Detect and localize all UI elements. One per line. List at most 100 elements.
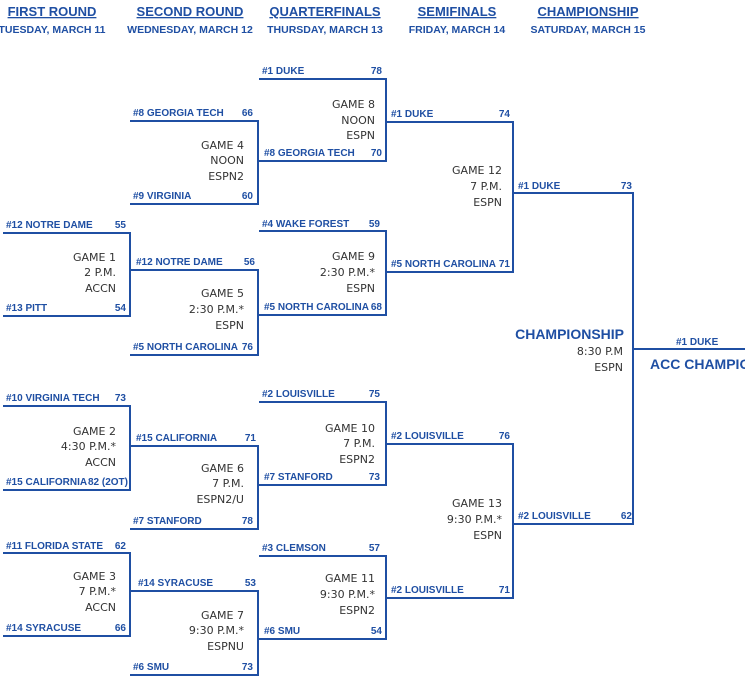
game8-network: ESPN [346, 129, 375, 142]
game4-time: NOON [210, 154, 244, 167]
championship-bottom-score: 62 [621, 511, 633, 522]
round-header-championship: CHAMPIONSHIP [537, 4, 638, 19]
game11-bottom-team: #6 SMU [264, 626, 300, 637]
game5-top-score: 56 [244, 257, 256, 268]
game9-time: 2:30 P.M.* [320, 266, 376, 279]
game9-top-team: #4 WAKE FOREST [262, 219, 349, 230]
game9-bottom-score: 68 [371, 302, 383, 313]
game4-network: ESPN2 [208, 170, 244, 183]
game8-time: NOON [341, 114, 375, 127]
game7-label: GAME 7 [201, 609, 244, 622]
game6-top-team: #15 CALIFORNIA [136, 433, 217, 444]
game13-label: GAME 13 [452, 497, 502, 510]
game11-network: ESPN2 [339, 604, 375, 617]
game6-bottom-score: 78 [242, 516, 254, 527]
round-date-championship: SATURDAY, MARCH 15 [531, 24, 646, 36]
round-header-semifinals: SEMIFINALS [418, 4, 497, 19]
game5-label: GAME 5 [201, 287, 244, 300]
game3-bottom-team: #14 SYRACUSE [6, 623, 81, 634]
game8-top-team: #1 DUKE [262, 66, 305, 77]
game2-time: 4:30 P.M.* [61, 440, 117, 453]
game10-time: 7 P.M. [343, 437, 375, 450]
game4-bottom-score: 60 [242, 191, 254, 202]
game3-top-team: #11 FLORIDA STATE [6, 541, 103, 552]
game12-bottom-team: #5 NORTH CAROLINA [391, 259, 496, 270]
game8-bottom-team: #8 GEORGIA TECH [264, 148, 355, 159]
game1-time: 2 P.M. [84, 266, 116, 279]
game13-top-score: 76 [499, 431, 511, 442]
round-header-quarterfinals: QUARTERFINALS [269, 4, 381, 19]
game7-bottom-team: #6 SMU [133, 662, 169, 673]
round-header-second: SECOND ROUND [137, 4, 244, 19]
game1-network: ACCN [85, 282, 116, 295]
game1-label: GAME 1 [73, 251, 116, 264]
game10-top-score: 75 [369, 389, 381, 400]
game9-label: GAME 9 [332, 250, 375, 263]
champion-team: #1 DUKE [676, 337, 719, 348]
game4-label: GAME 4 [201, 139, 244, 152]
game9-top-score: 59 [369, 219, 381, 230]
game11-top-team: #3 CLEMSON [262, 543, 326, 554]
game5-bottom-score: 76 [242, 342, 254, 353]
game10-bottom-score: 73 [369, 472, 381, 483]
game2-bottom-score: 82 (2OT) [88, 477, 128, 488]
game13-time: 9:30 P.M.* [447, 513, 503, 526]
round-date-quarterfinals: THURSDAY, MARCH 13 [267, 24, 383, 36]
game13-bottom-team: #2 LOUISVILLE [391, 585, 464, 596]
game6-bottom-team: #7 STANFORD [133, 516, 202, 527]
game4-top-score: 66 [242, 108, 254, 119]
game2-network: ACCN [85, 456, 116, 469]
game11-top-score: 57 [369, 543, 381, 554]
game12-network: ESPN [473, 196, 502, 209]
championship-network: ESPN [594, 361, 623, 374]
game3-top-score: 62 [115, 541, 127, 552]
game7-top-team: #14 SYRACUSE [138, 578, 213, 589]
game8-bottom-score: 70 [371, 148, 383, 159]
game3-label: GAME 3 [73, 570, 116, 583]
game12-time: 7 P.M. [470, 180, 502, 193]
game8-label: GAME 8 [332, 98, 375, 111]
championship-top-team: #1 DUKE [518, 181, 561, 192]
game2-top-score: 73 [115, 393, 127, 404]
game12-label: GAME 12 [452, 164, 502, 177]
game7-time: 9:30 P.M.* [189, 624, 245, 637]
game8-top-score: 78 [371, 66, 383, 77]
championship-bottom-team: #2 LOUISVILLE [518, 511, 591, 522]
game4-bottom-team: #9 VIRGINIA [133, 191, 191, 202]
game9-network: ESPN [346, 282, 375, 295]
game2-label: GAME 2 [73, 425, 116, 438]
game5-bottom-team: #5 NORTH CAROLINA [133, 342, 238, 353]
game5-top-team: #12 NOTRE DAME [136, 257, 223, 268]
game10-network: ESPN2 [339, 453, 375, 466]
game13-bottom-score: 71 [499, 585, 511, 596]
game11-bottom-score: 54 [371, 626, 383, 637]
game11-label: GAME 11 [325, 572, 375, 585]
bracket-lines [3, 78, 745, 676]
game6-network: ESPN2/U [196, 493, 244, 506]
game5-network: ESPN [215, 319, 244, 332]
champion-title: ACC CHAMPION [650, 356, 745, 372]
game1-bottom-score: 54 [115, 303, 127, 314]
game3-network: ACCN [85, 601, 116, 614]
game10-bottom-team: #7 STANFORD [264, 472, 333, 483]
game2-top-team: #10 VIRGINIA TECH [6, 393, 100, 404]
game10-top-team: #2 LOUISVILLE [262, 389, 335, 400]
game6-top-score: 71 [245, 433, 257, 444]
game4-top-team: #8 GEORGIA TECH [133, 108, 224, 119]
championship-top-score: 73 [621, 181, 633, 192]
game6-time: 7 P.M. [212, 477, 244, 490]
game11-time: 9:30 P.M.* [320, 588, 376, 601]
game1-top-team: #12 NOTRE DAME [6, 220, 93, 231]
game6-label: GAME 6 [201, 462, 244, 475]
round-date-first: TUESDAY, MARCH 11 [0, 24, 106, 36]
game9-bottom-team: #5 NORTH CAROLINA [264, 302, 369, 313]
game1-bottom-team: #13 PITT [6, 303, 47, 314]
game7-top-score: 53 [245, 578, 257, 589]
game13-top-team: #2 LOUISVILLE [391, 431, 464, 442]
round-date-second: WEDNESDAY, MARCH 12 [127, 24, 253, 36]
game3-bottom-score: 66 [115, 623, 127, 634]
championship-time: 8:30 P.M [577, 345, 623, 358]
game12-bottom-score: 71 [499, 259, 511, 270]
game7-bottom-score: 73 [242, 662, 254, 673]
